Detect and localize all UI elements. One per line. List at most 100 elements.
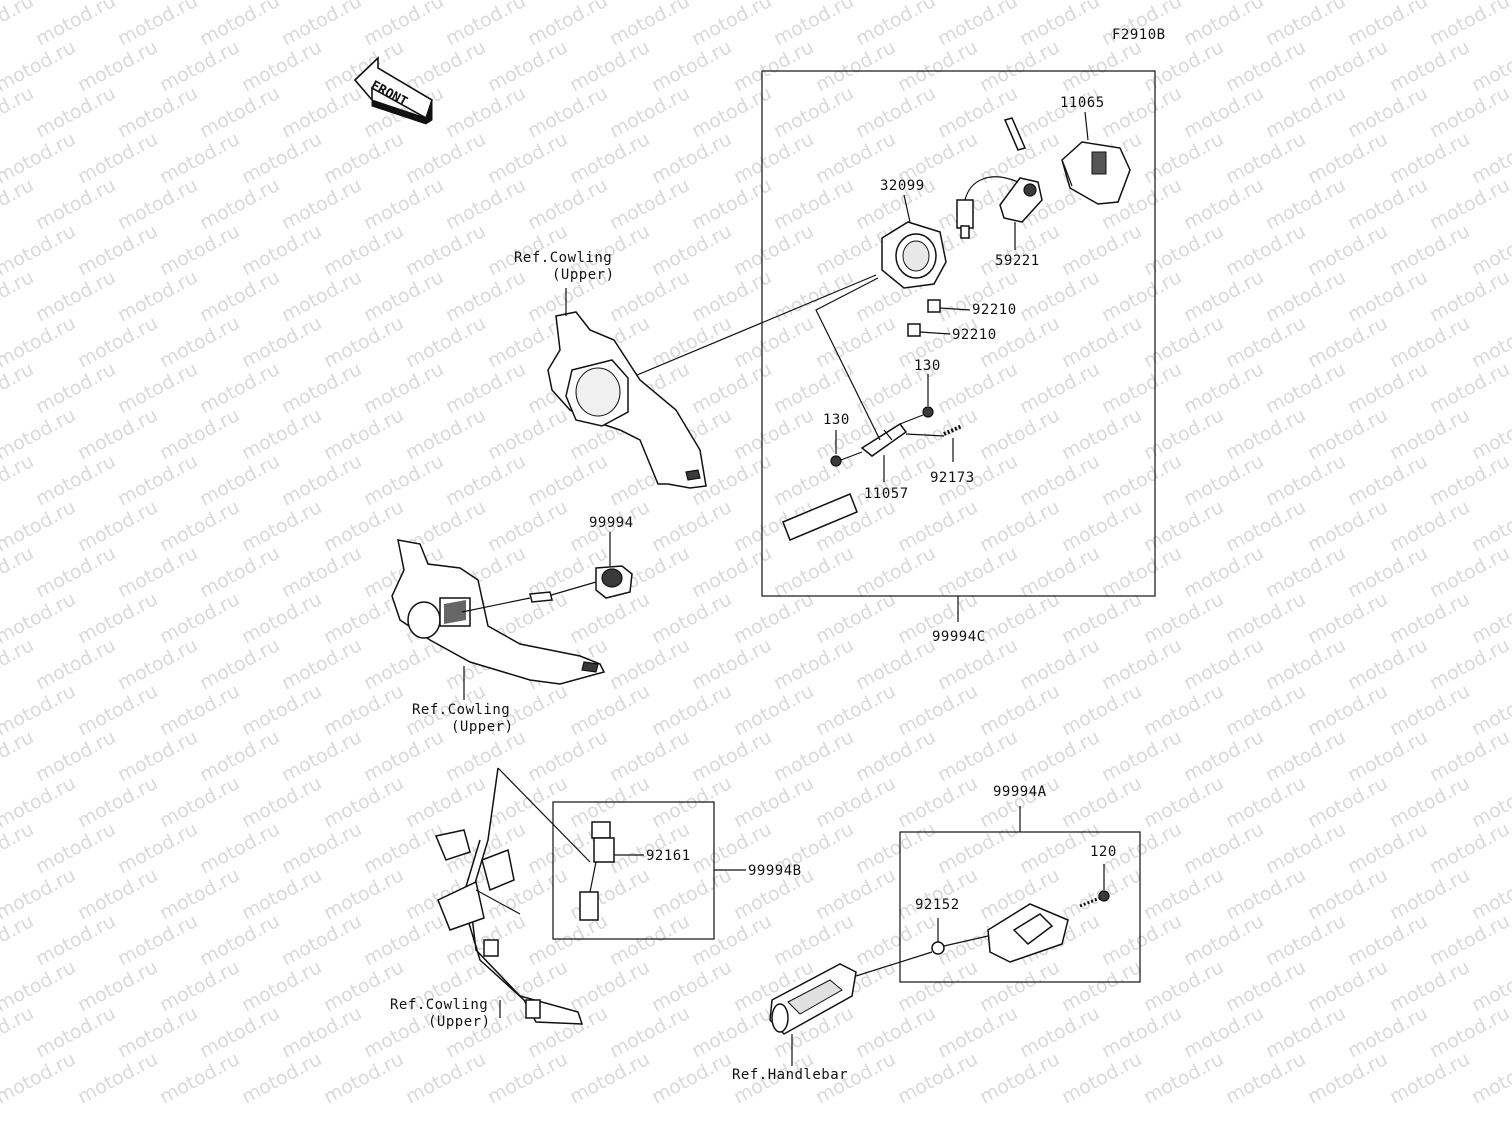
watermark-text: motod.ru [442, 726, 529, 786]
watermark-text: motod.ru [1344, 910, 1431, 970]
watermark-text: motod.ru [524, 450, 611, 510]
watermark-text: motod.ru [1098, 450, 1185, 510]
watermark-text: motod.ru [74, 864, 161, 924]
watermark-text: motod.ru [32, 266, 119, 326]
watermark-text: motod.ru [1180, 174, 1267, 234]
watermark-text: motod.ru [114, 1002, 201, 1062]
watermark-text: motod.ru [402, 312, 489, 372]
watermark-text: motod.ru [606, 726, 693, 786]
watermark-text: motod.ru [114, 818, 201, 878]
callout-99994A: 99994A [993, 784, 1047, 800]
watermark-text: motod.ru [1222, 772, 1309, 832]
watermark-text: motod.ru [1058, 36, 1145, 96]
watermark-text: motod.ru [1426, 910, 1512, 970]
watermark-text: motod.ru [1222, 312, 1309, 372]
watermark-text: motod.ru [442, 358, 529, 418]
watermark-text: motod.ru [770, 266, 857, 326]
watermark-text: motod.ru [1098, 358, 1185, 418]
watermark-text: motod.ru [1098, 266, 1185, 326]
watermark-text: motod.ru [1262, 542, 1349, 602]
watermark-text: motod.ru [1344, 818, 1431, 878]
watermark-text: motod.ru [238, 496, 325, 556]
watermark-text: motod.ru [1058, 588, 1145, 648]
watermark-text: motod.ru [934, 1002, 1021, 1062]
watermark-text: motod.ru [1180, 358, 1267, 418]
watermark-text: motod.ru [156, 404, 243, 464]
callout-32099: 32099 [880, 178, 925, 194]
watermark-text: motod.ru [156, 496, 243, 556]
watermark-text: motod.ru [1386, 220, 1473, 280]
watermark-text: motod.ru [196, 726, 283, 786]
watermark-text: motod.ru [1386, 864, 1473, 924]
watermark-text: motod.ru [32, 174, 119, 234]
watermark-text: motod.ru [1304, 680, 1391, 740]
watermark-text: motod.ru [934, 0, 1021, 50]
watermark-text: motod.ru [934, 358, 1021, 418]
watermark-text: motod.ru [360, 0, 447, 50]
cowling-upper-2 [391, 539, 606, 700]
watermark-text: motod.ru [196, 1002, 283, 1062]
watermark-layer: motod.rumotod.rumotod.rumotod.rumotod.ru… [0, 0, 1512, 1108]
watermark-text: motod.ru [196, 0, 283, 50]
watermark-text: motod.ru [770, 0, 857, 50]
housing-32099 [881, 194, 947, 289]
watermark-text: motod.ru [278, 358, 365, 418]
watermark-text: motod.ru [320, 680, 407, 740]
watermark-text: motod.ru [606, 0, 693, 50]
watermark-text: motod.ru [442, 82, 529, 142]
watermark-text: motod.ru [1304, 404, 1391, 464]
watermark-text: motod.ru [812, 772, 899, 832]
watermark-text: motod.ru [114, 726, 201, 786]
watermark-text: motod.ru [278, 0, 365, 50]
watermark-text: motod.ru [1140, 128, 1227, 188]
watermark-text: motod.ru [1426, 358, 1512, 418]
watermark-text: motod.ru [1140, 404, 1227, 464]
watermark-text: motod.ru [934, 542, 1021, 602]
callout-130-b: 130 [914, 358, 941, 374]
watermark-text: motod.ru [1058, 496, 1145, 556]
watermark-text: motod.ru [1426, 266, 1512, 326]
watermark-text: motod.ru [688, 0, 775, 50]
watermark-text: motod.ru [1386, 496, 1473, 556]
watermark-text: motod.ru [74, 680, 161, 740]
watermark-text: motod.ru [770, 910, 857, 970]
watermark-text: motod.ru [1098, 634, 1185, 694]
watermark-text: motod.ru [278, 82, 365, 142]
watermark-text: motod.ru [1180, 818, 1267, 878]
watermark-text: motod.ru [1140, 496, 1227, 556]
watermark-text: motod.ru [894, 1048, 981, 1108]
link-part [1003, 117, 1027, 151]
watermark-text: motod.ru [1016, 634, 1103, 694]
figure-code: F2910B [1112, 27, 1166, 43]
watermark-text: motod.ru [156, 588, 243, 648]
watermark-text: motod.ru [442, 174, 529, 234]
watermark-text: motod.ru [606, 266, 693, 326]
ref-cowling-upper-1-line1: Ref.Cowling [514, 250, 612, 266]
watermark-text: motod.ru [1262, 358, 1349, 418]
watermark-text: motod.ru [196, 634, 283, 694]
watermark-text: motod.ru [1016, 726, 1103, 786]
callout-11057: 11057 [864, 486, 909, 502]
watermark-text: motod.ru [976, 220, 1063, 280]
watermark-text: motod.ru [1426, 542, 1512, 602]
watermark-text: motod.ru [1344, 634, 1431, 694]
watermark-text: motod.ru [238, 312, 325, 372]
watermark-text: motod.ru [320, 864, 407, 924]
watermark-text: motod.ru [1140, 1048, 1227, 1108]
watermark-text: motod.ru [648, 220, 735, 280]
watermark-text: motod.ru [278, 174, 365, 234]
callout-130-a: 130 [823, 412, 850, 428]
watermark-text: motod.ru [238, 588, 325, 648]
watermark-text: motod.ru [114, 174, 201, 234]
watermark-text: motod.ru [1468, 1048, 1512, 1108]
watermark-text: motod.ru [74, 312, 161, 372]
watermark-text: motod.ru [606, 910, 693, 970]
label-sheet [782, 493, 858, 541]
callout-59221: 59221 [995, 253, 1040, 269]
watermark-text: motod.ru [1098, 1002, 1185, 1062]
watermark-text: motod.ru [1304, 312, 1391, 372]
ref-cowling-upper-3-line2: (Upper) [428, 1014, 491, 1030]
watermark-text: motod.ru [320, 772, 407, 832]
watermark-text: motod.ru [196, 82, 283, 142]
